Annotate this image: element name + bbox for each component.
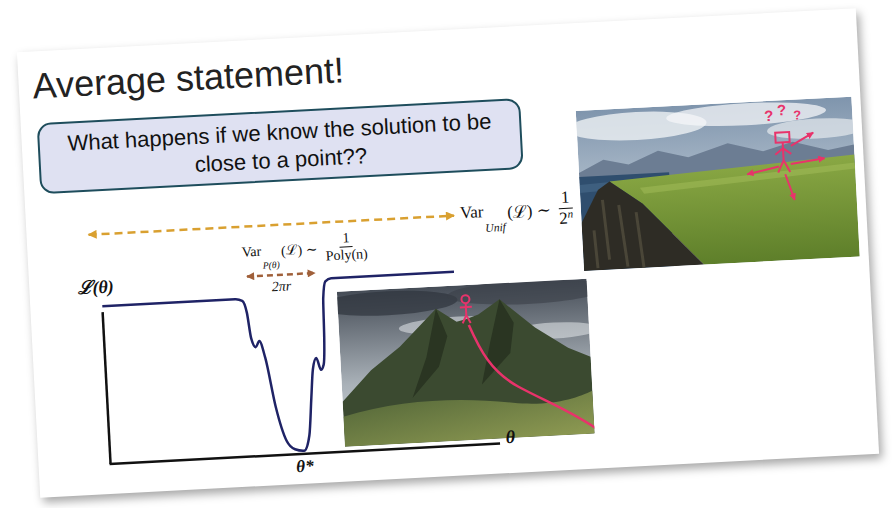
axis-label: ℒ(θ) bbox=[77, 274, 115, 300]
cliff-photo bbox=[566, 96, 874, 271]
cliff-photo bbox=[580, 177, 704, 271]
robot-figure bbox=[791, 158, 825, 164]
denominator: 2n bbox=[556, 208, 577, 229]
fraction: 12n bbox=[555, 187, 577, 229]
optimum-label: θ* bbox=[296, 456, 314, 477]
robot-figure bbox=[782, 142, 785, 160]
question-text: What happens if we know the solution to … bbox=[53, 107, 507, 186]
hiker-figure bbox=[459, 295, 472, 324]
slide: Average statement!What happens if we kno… bbox=[17, 8, 879, 497]
cliff-photo bbox=[767, 116, 860, 141]
robot-figure bbox=[790, 133, 814, 146]
robot-figure bbox=[747, 167, 779, 175]
numerator: 1 bbox=[557, 187, 573, 208]
variance-symbol: Var bbox=[459, 203, 484, 224]
distribution-subscript: P(θ) bbox=[263, 260, 280, 271]
robot-figure bbox=[784, 160, 791, 172]
local-range-arrow bbox=[247, 273, 315, 277]
question-box: What happens if we know the solution to … bbox=[37, 98, 524, 194]
distribution-subscript: Unif bbox=[485, 221, 506, 235]
mountain-photo bbox=[343, 391, 595, 447]
mountain-photo bbox=[338, 295, 595, 447]
robot-figure bbox=[775, 148, 783, 154]
slide-title: Average statement! bbox=[32, 49, 345, 107]
denominator-part: 2 bbox=[559, 208, 568, 227]
variance-formula: VarUnif(ℒ) ∼12n bbox=[459, 187, 577, 234]
axis-label: θ bbox=[505, 427, 515, 448]
robot-figure bbox=[745, 130, 826, 202]
variance-formula: VarP(θ)(ℒ) ∼1Poly(n) bbox=[241, 229, 371, 270]
fraction: 1Poly(n) bbox=[322, 229, 372, 265]
numerator: 1 bbox=[339, 230, 353, 248]
descent-path bbox=[469, 319, 595, 435]
denominator-part: n bbox=[567, 207, 573, 219]
uniform-range-arrow bbox=[89, 216, 454, 235]
question-mark: ? bbox=[793, 107, 802, 122]
loss-argument: (ℒ) ∼ bbox=[506, 198, 551, 223]
question-mark: ? bbox=[764, 107, 774, 124]
hiker-figure bbox=[465, 303, 468, 315]
hiker-figure bbox=[461, 295, 469, 303]
hiker-figure bbox=[466, 315, 470, 323]
robot-figure bbox=[775, 132, 790, 143]
mountain-photo bbox=[447, 279, 595, 308]
loss-argument: (ℒ) ∼ bbox=[280, 239, 318, 260]
question-mark: ? bbox=[777, 101, 787, 118]
denominator-part: Poly(n) bbox=[325, 246, 368, 263]
denominator: Poly(n) bbox=[322, 246, 371, 265]
variance-symbol: Var bbox=[241, 244, 261, 261]
mountain-photo bbox=[408, 308, 451, 398]
robot-figure bbox=[785, 174, 794, 200]
cliff-photo bbox=[592, 198, 644, 270]
hiker-figure bbox=[460, 306, 472, 309]
radius-label: 2πr bbox=[271, 278, 291, 295]
cliff-photo bbox=[639, 163, 856, 194]
robot-figure bbox=[783, 148, 791, 154]
mountain-photo bbox=[317, 276, 615, 448]
plot-axes bbox=[103, 312, 111, 464]
cliff-photo bbox=[576, 97, 860, 271]
mountain-photo bbox=[337, 279, 595, 447]
